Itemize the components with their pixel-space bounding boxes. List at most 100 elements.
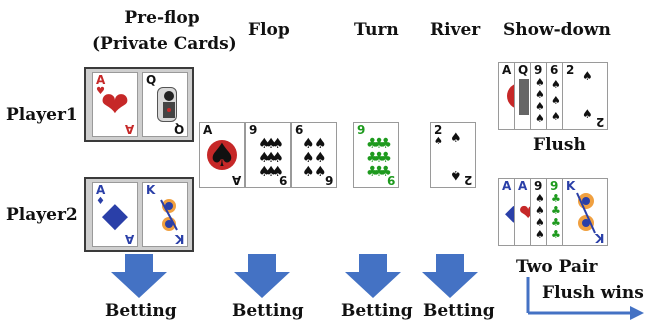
flop-card-nine-spades: 9 ♠♠♠ ♠♠♠ ♠♠♠ 9 [245,122,291,188]
card-rank: A [203,123,213,137]
club-icon: ♣ [372,164,386,180]
card-rank: 6 [550,63,559,77]
outcome-label: Flush wins [542,283,644,303]
player2-private-tray: A ♦ ◆ A K K [84,177,194,252]
spade-icon: ♠ [271,136,284,152]
card-rank-bottom: Q [173,122,184,136]
card-rank: 9 [249,123,258,137]
card-rank: A [502,179,512,193]
card-rank-bottom: A [124,232,134,246]
spade-pips: ♠♠ ♠♠ ♠♠ [302,136,327,180]
betting-label-turn: Betting [341,301,413,321]
turn-card-nine-clubs: 9 ♣♣♣ ♣♣♣ ♣♣♣ 9 [353,122,399,188]
queen-face-icon [519,79,529,115]
spade-icon: ♠ [264,150,278,166]
spade-icon: ♠ [450,167,462,182]
player1-showdown-hand: A ♠ Q 9 ♠♠♠♠ 6 ♠♠♠ 2 ♠ ♠ 2 [498,62,608,134]
arrow-down-icon [234,254,290,298]
card-rank: 9 [550,179,559,193]
card-rank: 6 [295,123,304,137]
arrow-down-icon [345,254,401,298]
stage-showdown-title: Show-down [503,20,611,40]
heart-icon: ♥ [96,86,105,97]
player2-showdown-hand: A ◆ A ❤ 9 ♠♠♠♠ 9 ♣♣♣♣ K K [498,178,608,250]
stage-turn-title: Turn [354,20,399,40]
player2-label: Player2 [6,205,78,225]
king-face-icon [157,197,178,232]
spade-icon: ♠ [314,150,327,166]
card-ace-diamonds: A ♦ ◆ A [92,182,138,247]
spade-icon: ♠ [271,150,284,166]
stage-flop-title: Flop [248,20,290,40]
betting-label-preflop: Betting [105,301,177,321]
spade-icon: ♠ [271,164,284,180]
card-rank: A [502,63,512,77]
card-rank: K [566,179,576,193]
club-icon: ♣ [379,136,392,152]
card-rank-bottom: A [231,173,241,187]
club-icon: ♣ [372,136,386,152]
card-rank: 2 [566,63,575,77]
card-rank: 9 [534,179,543,193]
spade-icon: ♠ [582,69,593,83]
arrow-down-icon [111,254,167,298]
spade-icon: ♠♠♠♠ [535,192,545,241]
card-rank: 9 [534,63,543,77]
card-rank: A [96,73,106,87]
player1-hand-result: Flush [533,135,586,155]
spade-icon: ♠ [434,136,443,147]
flush-wins-arrow-icon [526,277,644,320]
club-icon: ♣ [372,150,386,166]
flop-card-ace-spades: A ♠ A [199,122,245,188]
card-rank-bottom: 6 [324,173,333,187]
spade-icon: ♠ [258,150,271,166]
spade-icon: ♠ [582,107,593,121]
club-pips: ♣♣♣ ♣♣♣ ♣♣♣ [366,136,392,180]
card-rank-bottom: K [174,232,184,246]
card-rank-bottom: 2 [463,173,472,187]
club-icon: ♣ [366,164,379,180]
card-rank-bottom: 2 [595,115,604,129]
betting-label-flop: Betting [232,301,304,321]
card-rank-bottom: 9 [386,173,395,187]
spade-pips: ♠♠♠ ♠♠♠ ♠♠♠ [258,136,284,180]
stage-river-title: River [430,20,481,40]
spade-icon: ♠ [264,164,278,180]
card-rank: 9 [357,123,366,137]
club-icon: ♣ [379,164,392,180]
showdown-card: 2 ♠ ♠ 2 [562,62,608,130]
stage-preflop-line2: (Private Cards) [92,34,237,54]
showdown-card: K K [562,178,608,246]
spade-icon: ♠ [302,164,315,180]
card-ace-hearts: A ♥ ❤ A [92,72,138,137]
card-rank: K [146,183,156,197]
spade-icon: ♠♠♠♠ [535,76,545,125]
card-king-diamonds: K K [142,182,188,247]
queen-face-icon [157,87,177,122]
player2-hand-result: Two Pair [516,257,598,277]
club-icon: ♣♣♣♣ [551,192,561,241]
spade-icon: ♠ [258,164,271,180]
card-rank-bottom: K [594,231,604,245]
diamond-icon: ♦ [96,196,105,207]
spade-icon: ♠ [258,136,271,152]
card-rank: A [518,179,528,193]
betting-label-river: Betting [423,301,495,321]
card-rank-bottom: A [124,122,134,136]
spade-icon: ♠ [264,136,278,152]
player1-label: Player1 [6,105,78,125]
card-rank: A [96,183,106,197]
spade-icon: ♠ [207,136,237,174]
stage-preflop-line1: Pre-flop [124,8,200,28]
river-card-two-spades: 2 ♠ ♠ ♠ 2 [430,122,476,188]
card-rank: Q [518,63,529,77]
card-queen-spades: Q Q [142,72,188,137]
spade-icon: ♠ [314,164,327,180]
arrow-down-icon [422,254,478,298]
player1-private-tray: A ♥ ❤ A Q Q [84,67,194,142]
heart-icon: ❤ [100,84,130,125]
club-icon: ♣ [366,150,379,166]
stage-preflop-title: Pre-flop (Private Cards) [92,8,237,54]
spade-icon: ♠ [302,136,315,152]
spade-icon: ♠♠♠ [551,78,561,123]
